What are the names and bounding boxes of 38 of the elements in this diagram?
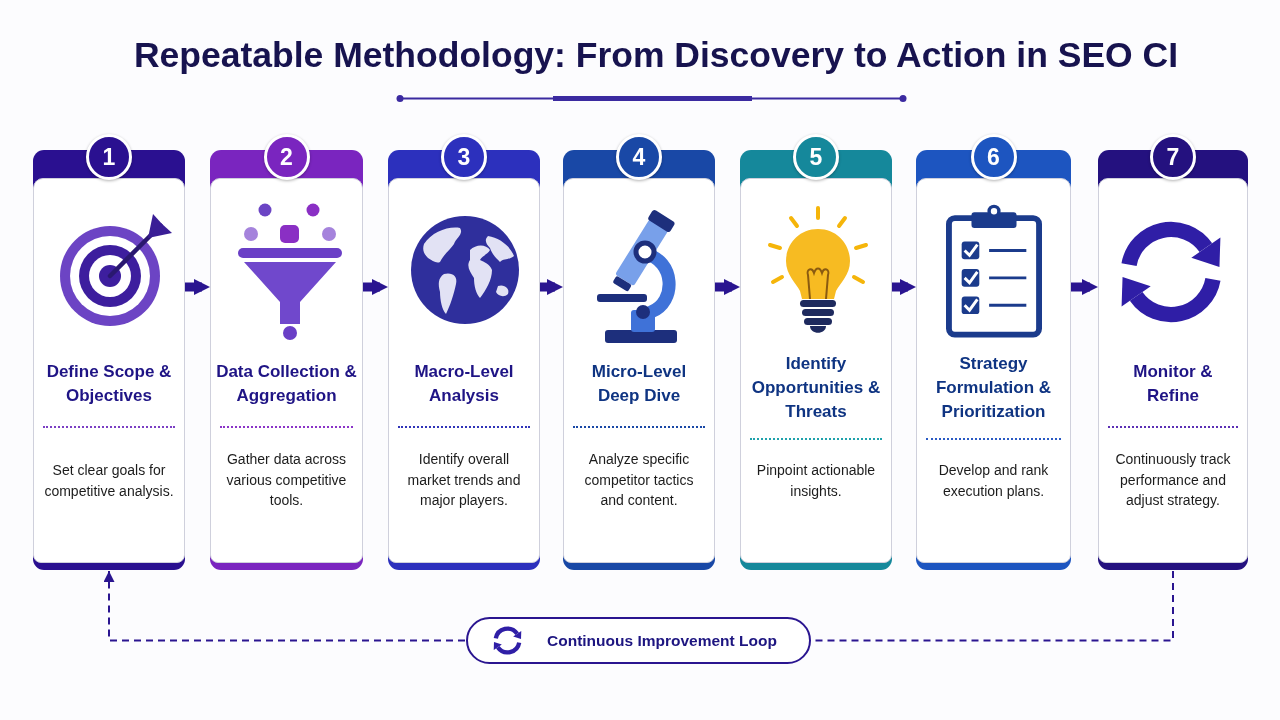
step-title: Data Collection & Aggregation [215, 361, 358, 407]
step-description: Develop and rank execution plans. [937, 460, 1050, 501]
title: Repeatable Methodology: From Discovery to Action in SEO CI [133, 34, 1179, 76]
arrow [892, 279, 916, 295]
step-description: Analyze specific competitor tactics and content. [583, 450, 695, 511]
step-title: Micro-Level Deep Dive [590, 361, 688, 407]
arrow [540, 279, 563, 295]
step-description: Pinpoint actionable insights. [755, 460, 877, 501]
step-title: Monitor & Refine [1132, 361, 1214, 407]
step-number-badge: 5 [793, 134, 839, 180]
step-title: Macro-Level Analysis [413, 361, 515, 407]
dashed-arrow [103, 570, 466, 642]
step-card [210, 134, 363, 570]
step-card [740, 134, 892, 570]
step-card [916, 134, 1071, 570]
step-title: Define Scope & Objectives [45, 361, 173, 407]
step-number-badge: 6 [970, 134, 1017, 180]
step-card [388, 134, 540, 570]
loop-box [466, 617, 811, 664]
step-number-badge: 3 [441, 134, 487, 180]
arrow [363, 279, 388, 295]
step-title: Identify Opportunities & Threats [750, 353, 882, 423]
arrow [185, 279, 210, 295]
step-description: Continuously track performance and adjust strategy. [1114, 450, 1232, 511]
arrow [1071, 279, 1098, 295]
step-number-badge: 7 [1150, 134, 1196, 180]
step-title: Strategy Formulation & Prioritization [934, 353, 1053, 423]
step-card [1098, 134, 1248, 570]
step-number-badge: 4 [616, 134, 662, 180]
step-number-badge: 2 [263, 134, 310, 180]
step-description: Gather data across various competitive tools. [225, 450, 348, 511]
arrow [715, 279, 740, 295]
step-card [33, 134, 185, 570]
step-description: Set clear goals for competitive analysis. [43, 460, 175, 501]
loop-label: Continuous Improvement Loop [547, 631, 777, 650]
step-description: Identify overall market trends and major players. [406, 450, 522, 511]
step-number-badge: 1 [86, 134, 132, 180]
step-card [563, 134, 715, 570]
